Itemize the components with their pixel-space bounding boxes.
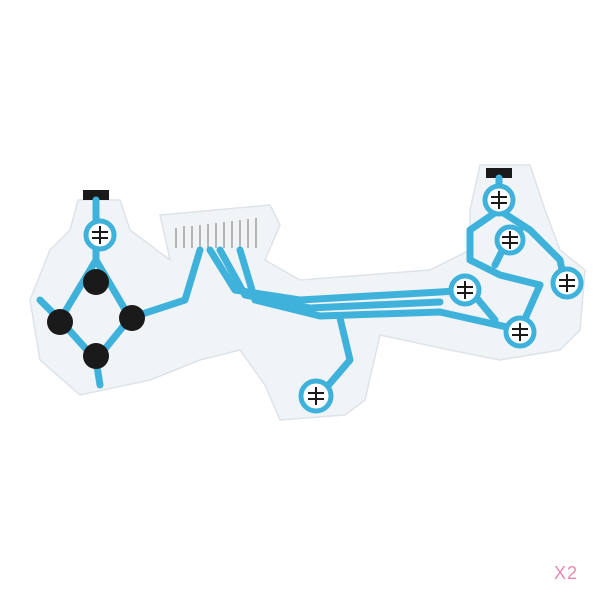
contact-pads <box>47 269 145 369</box>
black-dot-icon <box>83 343 109 369</box>
black-dot-icon <box>47 309 73 335</box>
crosshatch-pad-icon <box>83 218 117 252</box>
crosshatch-pad-icon <box>503 315 537 349</box>
quantity-label: X2 <box>553 563 578 583</box>
cross-pads <box>83 183 584 414</box>
crosshatch-pad-icon <box>550 266 584 300</box>
black-dot-icon <box>83 269 109 295</box>
membrane-film <box>29 164 586 421</box>
crosshatch-pad-icon <box>494 224 526 256</box>
left-connector-icon <box>83 190 109 200</box>
right-connector-icon <box>486 168 512 178</box>
crosshatch-pad-icon <box>298 378 334 414</box>
crosshatch-pad-icon <box>482 183 516 217</box>
black-dot-icon <box>119 305 145 331</box>
crosshatch-pad-icon <box>448 273 482 307</box>
pin-comb <box>175 218 257 248</box>
